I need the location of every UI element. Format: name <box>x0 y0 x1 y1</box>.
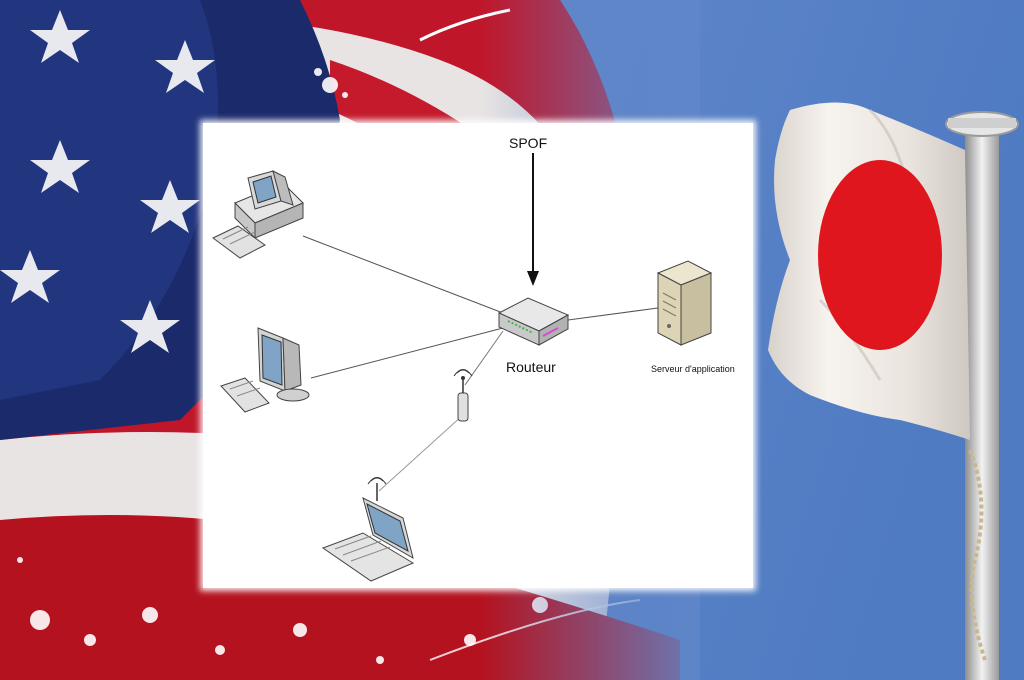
link-desktop-router <box>302 235 504 314</box>
router-label: Routeur <box>506 359 556 375</box>
laptop-icon <box>321 477 415 582</box>
link-router-access-point <box>464 330 504 386</box>
network-diagram-panel: SPOF Routeur Serveur d'application <box>203 123 753 588</box>
link-monitor-router <box>310 327 504 379</box>
server-icon <box>656 260 713 346</box>
link-router-server <box>567 307 659 321</box>
network-diagram <box>212 153 713 582</box>
spof-arrow <box>527 153 539 286</box>
monitor-computer-icon <box>220 327 310 413</box>
wireless-access-point-icon <box>453 369 473 422</box>
link-access-point-laptop <box>378 414 464 492</box>
server-label: Serveur d'application <box>651 364 735 374</box>
router-icon <box>497 297 570 346</box>
desktop-computer-icon <box>212 170 304 259</box>
spof-label: SPOF <box>509 135 548 151</box>
